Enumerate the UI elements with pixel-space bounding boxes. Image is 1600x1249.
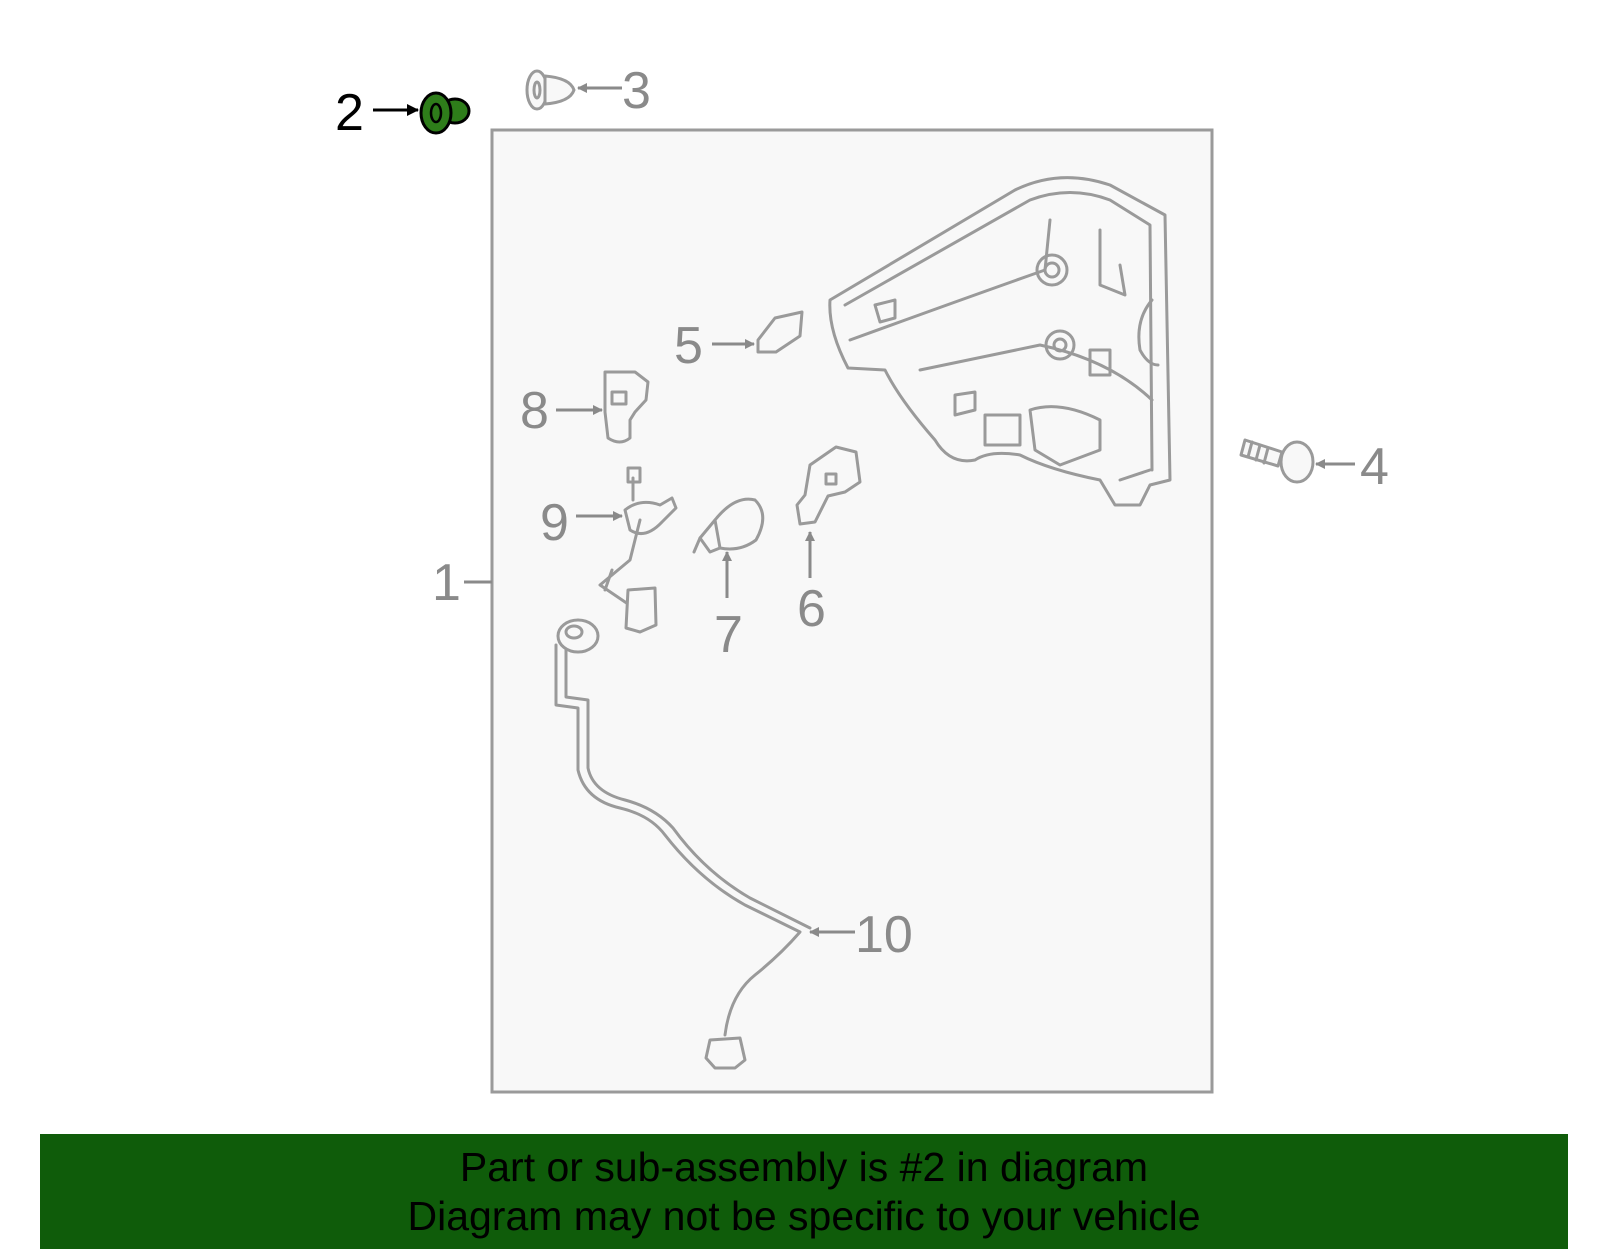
- callout-10-label: 10: [855, 906, 913, 964]
- callout-6-label: 6: [797, 580, 826, 638]
- callout-9-label: 9: [540, 494, 569, 552]
- socket-icon: [756, 310, 804, 354]
- callout-2[interactable]: 2: [335, 84, 471, 142]
- callout-5-label: 5: [674, 317, 703, 375]
- callout-1-label: 1: [432, 554, 461, 612]
- bolt-icon: [1239, 438, 1315, 484]
- callout-3[interactable]: 3: [525, 62, 651, 120]
- callout-4[interactable]: 4: [1239, 438, 1389, 496]
- info-banner: Part or sub-assembly is #2 in diagram Di…: [40, 1134, 1568, 1249]
- banner-line-1: Part or sub-assembly is #2 in diagram: [459, 1143, 1149, 1190]
- callout-7[interactable]: 7: [692, 497, 765, 664]
- retainer-nut-icon: [419, 91, 471, 135]
- callout-8[interactable]: 8: [520, 370, 650, 444]
- bulb-socket-icon: [603, 370, 650, 444]
- wire-socket-icon: [598, 466, 678, 634]
- callout-8-label: 8: [520, 382, 549, 440]
- tail-lamp-housing: [828, 176, 1172, 507]
- callout-6[interactable]: 6: [795, 445, 862, 638]
- clip-icon: [525, 69, 576, 111]
- callout-3-label: 3: [622, 62, 651, 120]
- bulb-icon: [692, 497, 765, 554]
- banner-line-2: Diagram may not be specific to your vehi…: [407, 1192, 1201, 1239]
- callout-9[interactable]: 9: [540, 466, 678, 634]
- callout-4-label: 4: [1360, 438, 1389, 496]
- callout-2-label: 2: [335, 84, 364, 142]
- callout-7-label: 7: [714, 606, 743, 664]
- callout-10[interactable]: 10: [554, 618, 913, 1070]
- callout-5[interactable]: 5: [674, 310, 804, 375]
- wire-harness-icon: [554, 618, 812, 1070]
- callout-1[interactable]: 1: [432, 554, 492, 612]
